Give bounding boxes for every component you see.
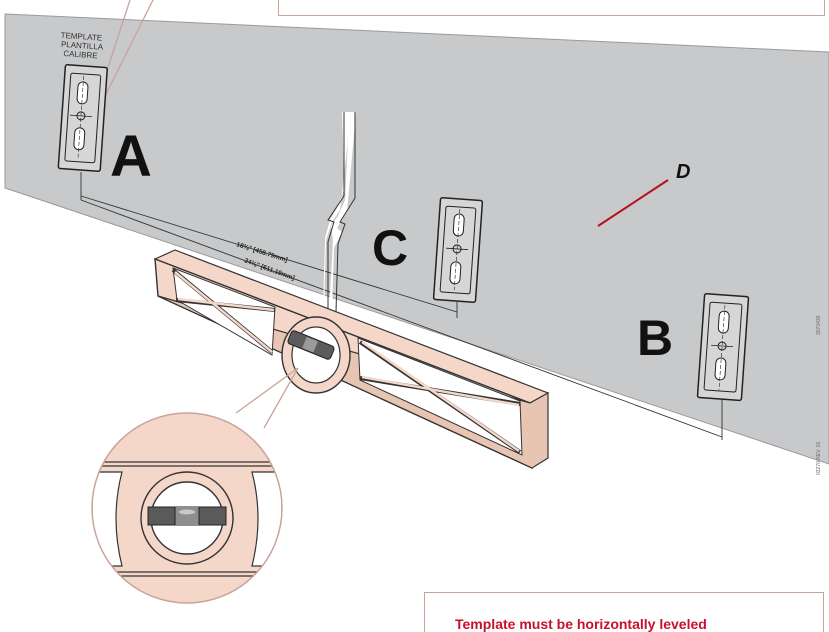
- svg-text:TEMPLATE: TEMPLATE: [60, 31, 102, 43]
- svg-text:CALIBRE: CALIBRE: [63, 49, 98, 60]
- dimension-lines: [80, 172, 723, 440]
- letter-c: C: [372, 220, 408, 276]
- letter-d: D: [676, 161, 690, 183]
- note-box: Template must be horizontally leveled: [424, 592, 824, 632]
- level-tool: [153, 249, 550, 470]
- template-break: [323, 112, 356, 312]
- d-pointer-line: [597, 179, 669, 227]
- bracket-a: [57, 64, 108, 172]
- callout-line-left: [235, 367, 299, 414]
- side-code-top: 3070430: [816, 315, 822, 335]
- bracket-c: [432, 197, 484, 303]
- top-callout-box: [278, 0, 825, 16]
- template-sheet: [4, 13, 829, 465]
- level-note: Template must be horizontally leveled: [455, 616, 707, 632]
- template-label: TEMPLATE PLANTILLA CALIBRE: [60, 31, 104, 61]
- letter-a: A: [110, 124, 152, 189]
- side-code-bottom: 03270 REV. 01: [816, 441, 822, 475]
- callout-line-right: [263, 367, 299, 429]
- break-outline: [327, 112, 356, 313]
- letter-b: B: [637, 310, 673, 366]
- svg-text:PLANTILLA: PLANTILLA: [61, 40, 104, 52]
- magnified-level-view: [92, 413, 282, 603]
- magnifier-border: [91, 412, 283, 604]
- bracket-b: [696, 293, 750, 402]
